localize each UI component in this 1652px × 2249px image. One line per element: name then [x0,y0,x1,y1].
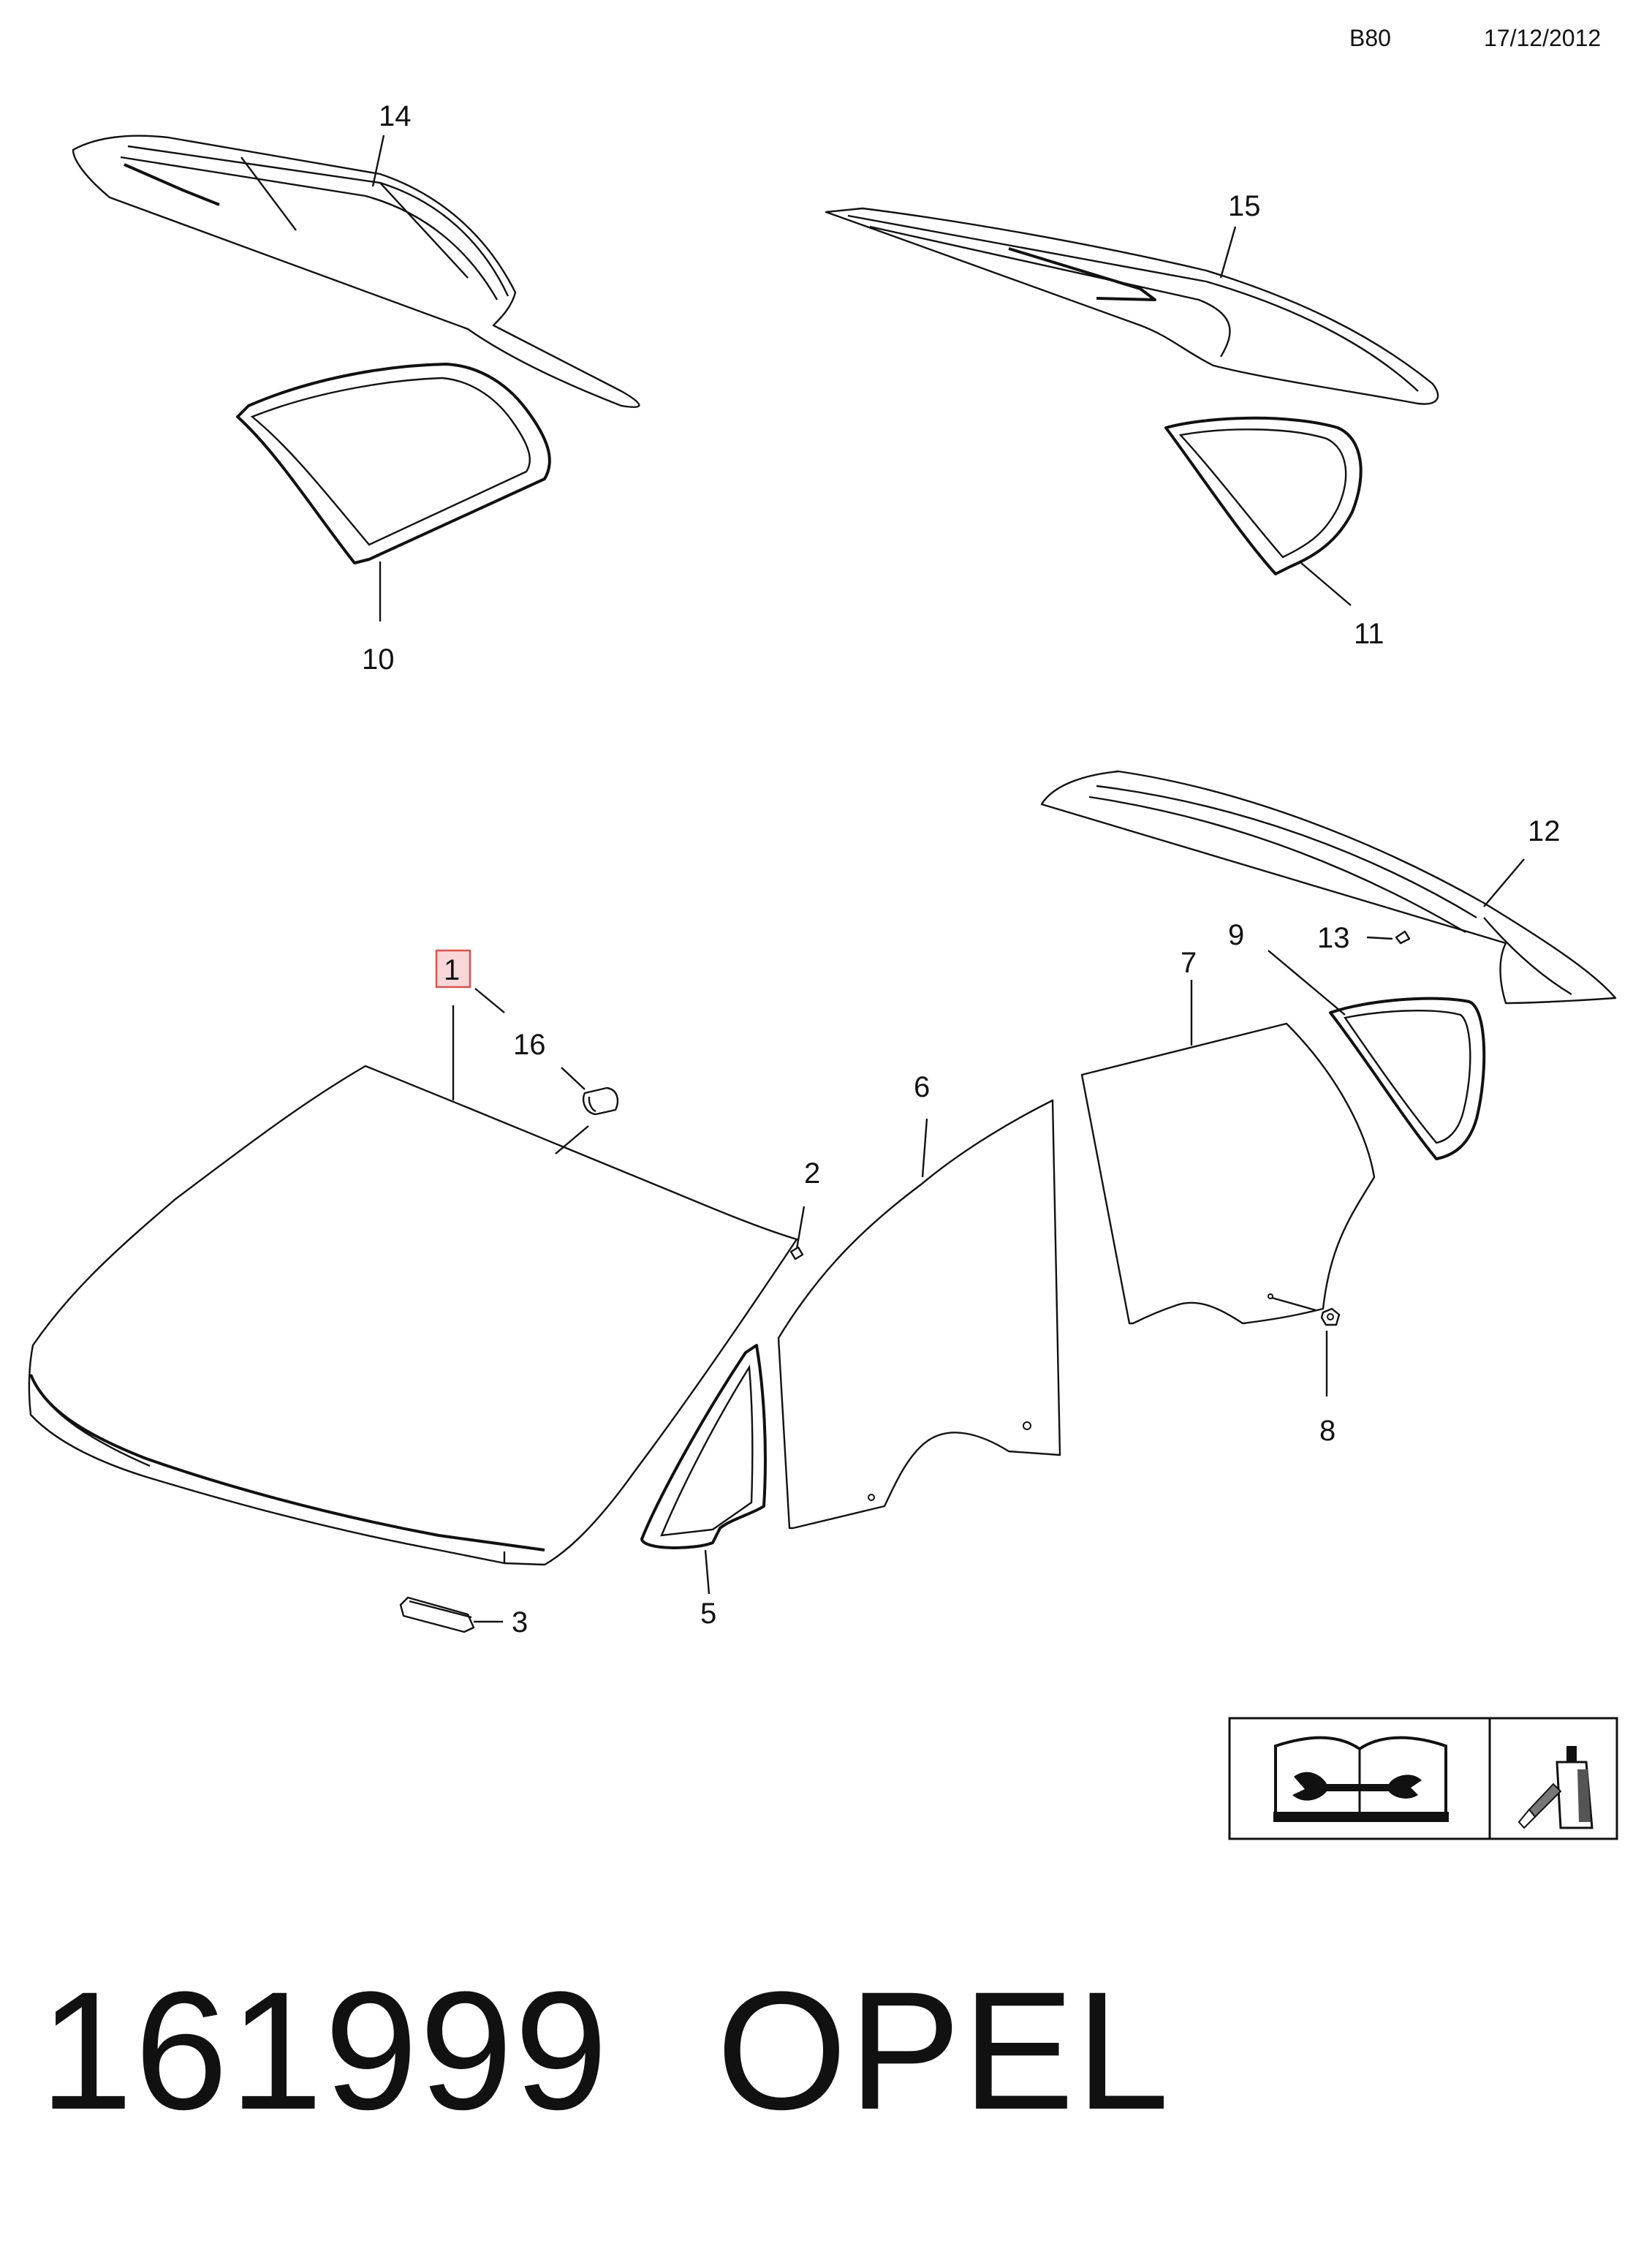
part-11-rear-quarter-window[interactable] [1164,416,1363,575]
part-13-clip[interactable] [1395,930,1411,945]
callout-8: 8 [1319,1415,1335,1447]
brand-name: OPEL [716,1957,1171,2144]
callout-7: 7 [1181,947,1197,979]
callout-9: 9 [1228,919,1244,951]
callout-6: 6 [914,1071,930,1103]
part-14-roof-glass[interactable] [72,135,640,408]
callout-14: 14 [379,100,412,132]
diagram-date: 17/12/2012 [1484,25,1602,51]
callout-5: 5 [700,1598,716,1630]
part-5-front-quarter-seal[interactable] [640,1344,767,1549]
leader-lines [371,135,1525,1623]
callout-12: 12 [1528,815,1561,847]
part-9-rear-quarter-glass[interactable] [1329,997,1486,1160]
part-15-rear-roof-glass[interactable] [825,207,1439,405]
callout-3: 3 [512,1606,528,1638]
callout-1: 1 [444,954,460,986]
part-3-trim-strip[interactable] [399,1596,475,1633]
part-1-windshield[interactable] [28,1065,798,1566]
adhesive-bottle-icon [1518,1746,1594,1829]
callout-13: 13 [1317,922,1350,954]
part-10-quarter-window[interactable] [236,363,551,564]
part-6-front-door-glass[interactable] [777,1099,1061,1530]
part-8-fastener[interactable] [1268,1293,1341,1326]
catalog-number: 161999 [39,1957,610,2144]
part-7-rear-door-glass[interactable] [1080,1022,1376,1325]
diagram-code: B80 [1349,25,1391,51]
repair-manual-icon [1273,1736,1449,1822]
part-2-clip[interactable] [789,1246,804,1260]
part-1-highlight-box [435,949,471,989]
callout-16: 16 [513,1029,546,1061]
callout-15: 15 [1228,190,1261,222]
part-16-sensor-cover[interactable] [582,1086,618,1116]
callout-11: 11 [1354,618,1384,650]
callout-2: 2 [804,1157,820,1190]
callout-10: 10 [362,643,395,676]
part-12-rear-window[interactable] [1040,770,1617,1005]
